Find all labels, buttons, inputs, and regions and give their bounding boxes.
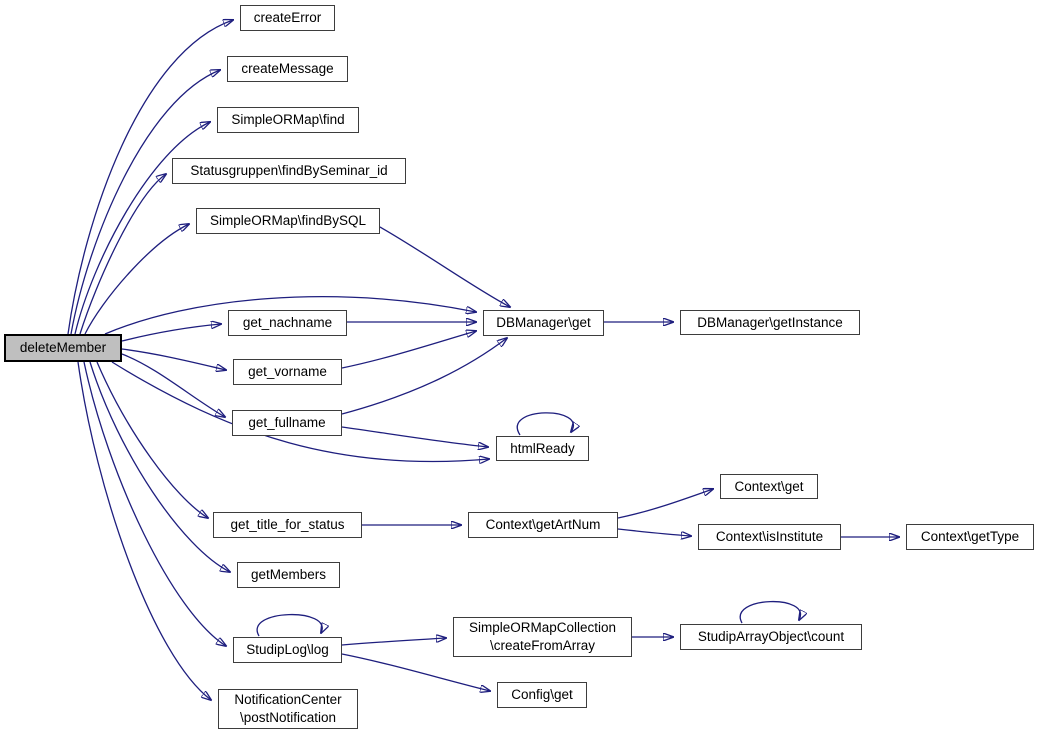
edge-Context-getArtNum-to-Context-get xyxy=(617,489,713,519)
edge-htmlReady-self-loop xyxy=(516,412,573,436)
edge-get_fullname-to-DBManager-get xyxy=(341,338,507,415)
edge-StudipLog-log-to-Config-get xyxy=(341,653,490,691)
edge-deleteMember-to-createMessage xyxy=(70,70,220,335)
node-htmlready[interactable]: htmlReady xyxy=(496,436,589,461)
edge-deleteMember-to-NotificationCenter-postNotification xyxy=(77,361,211,700)
edge-deleteMember-to-createError xyxy=(67,20,233,335)
node-get-vorname[interactable]: get_vorname xyxy=(233,359,342,385)
node-get-title-for-status[interactable]: get_title_for_status xyxy=(213,512,362,538)
node-createMessage[interactable]: createMessage xyxy=(227,56,348,82)
edge-deleteMember-to-get_title_for_status xyxy=(96,361,208,518)
node-context-gettype[interactable]: Context\getType xyxy=(906,524,1034,550)
edge-get_fullname-to-htmlReady xyxy=(341,426,488,447)
edge-deleteMember-to-Statusgruppen-findBySeminar_id xyxy=(79,174,166,335)
edge-deleteMember-to-get_vorname xyxy=(121,348,226,370)
edge-deleteMember-to-getMembers xyxy=(89,361,230,572)
node-context-isinstitute[interactable]: Context\isInstitute xyxy=(698,524,841,550)
node-context-get[interactable]: Context\get xyxy=(720,474,818,499)
edge-deleteMember-to-StudipLog-log xyxy=(83,361,226,646)
edge-deleteMember-to-SimpleORMap-find xyxy=(74,122,210,335)
node-simpleormapcollection-createfromarray[interactable]: SimpleORMapCollection \createFromArray xyxy=(453,617,632,657)
edge-deleteMember-to-get_fullname xyxy=(121,353,225,417)
node-studiparrayobject-count[interactable]: StudipArrayObject\count xyxy=(680,624,862,650)
node-get-fullname[interactable]: get_fullname xyxy=(232,410,342,436)
node-deleteMember: deleteMember xyxy=(4,334,122,362)
edge-deleteMember-to-DBManager-get xyxy=(104,296,476,335)
edge-deleteMember-to-get_nachname xyxy=(121,324,221,342)
edge-StudipLog-log-to-SimpleORMapCollection-createFromArray xyxy=(341,638,446,646)
node-config-get[interactable]: Config\get xyxy=(497,682,587,708)
node-get-nachname[interactable]: get_nachname xyxy=(228,310,347,336)
node-createError[interactable]: createError xyxy=(240,5,335,31)
node-notificationcenter-postnotification[interactable]: NotificationCenter \postNotification xyxy=(218,689,358,729)
node-statusgruppen-findbyseminar-id[interactable]: Statusgruppen\findBySeminar_id xyxy=(172,158,406,184)
edge-deleteMember-to-SimpleORMap-findBySQL xyxy=(84,224,189,335)
node-simpleormap-find[interactable]: SimpleORMap\find xyxy=(217,107,359,133)
edge-SimpleORMap-findBySQL-to-DBManager-get xyxy=(379,226,510,307)
edge-get_vorname-to-DBManager-get xyxy=(341,331,476,369)
node-simpleormap-findbysql[interactable]: SimpleORMap\findBySQL xyxy=(196,208,380,234)
node-getmembers[interactable]: getMembers xyxy=(237,562,340,588)
edge-StudipLog-log-self-loop xyxy=(256,613,322,637)
edge-Context-getArtNum-to-Context-isInstitute xyxy=(617,528,691,536)
edge-StudipArrayObject-count-self-loop xyxy=(739,600,800,624)
node-dbmanager-get[interactable]: DBManager\get xyxy=(483,310,604,336)
node-context-getartnum[interactable]: Context\getArtNum xyxy=(468,512,618,538)
node-studiplog-log[interactable]: StudipLog\log xyxy=(233,637,342,663)
node-dbmanager-getinstance[interactable]: DBManager\getInstance xyxy=(680,310,860,335)
edge-deleteMember-to-htmlReady xyxy=(111,361,489,462)
